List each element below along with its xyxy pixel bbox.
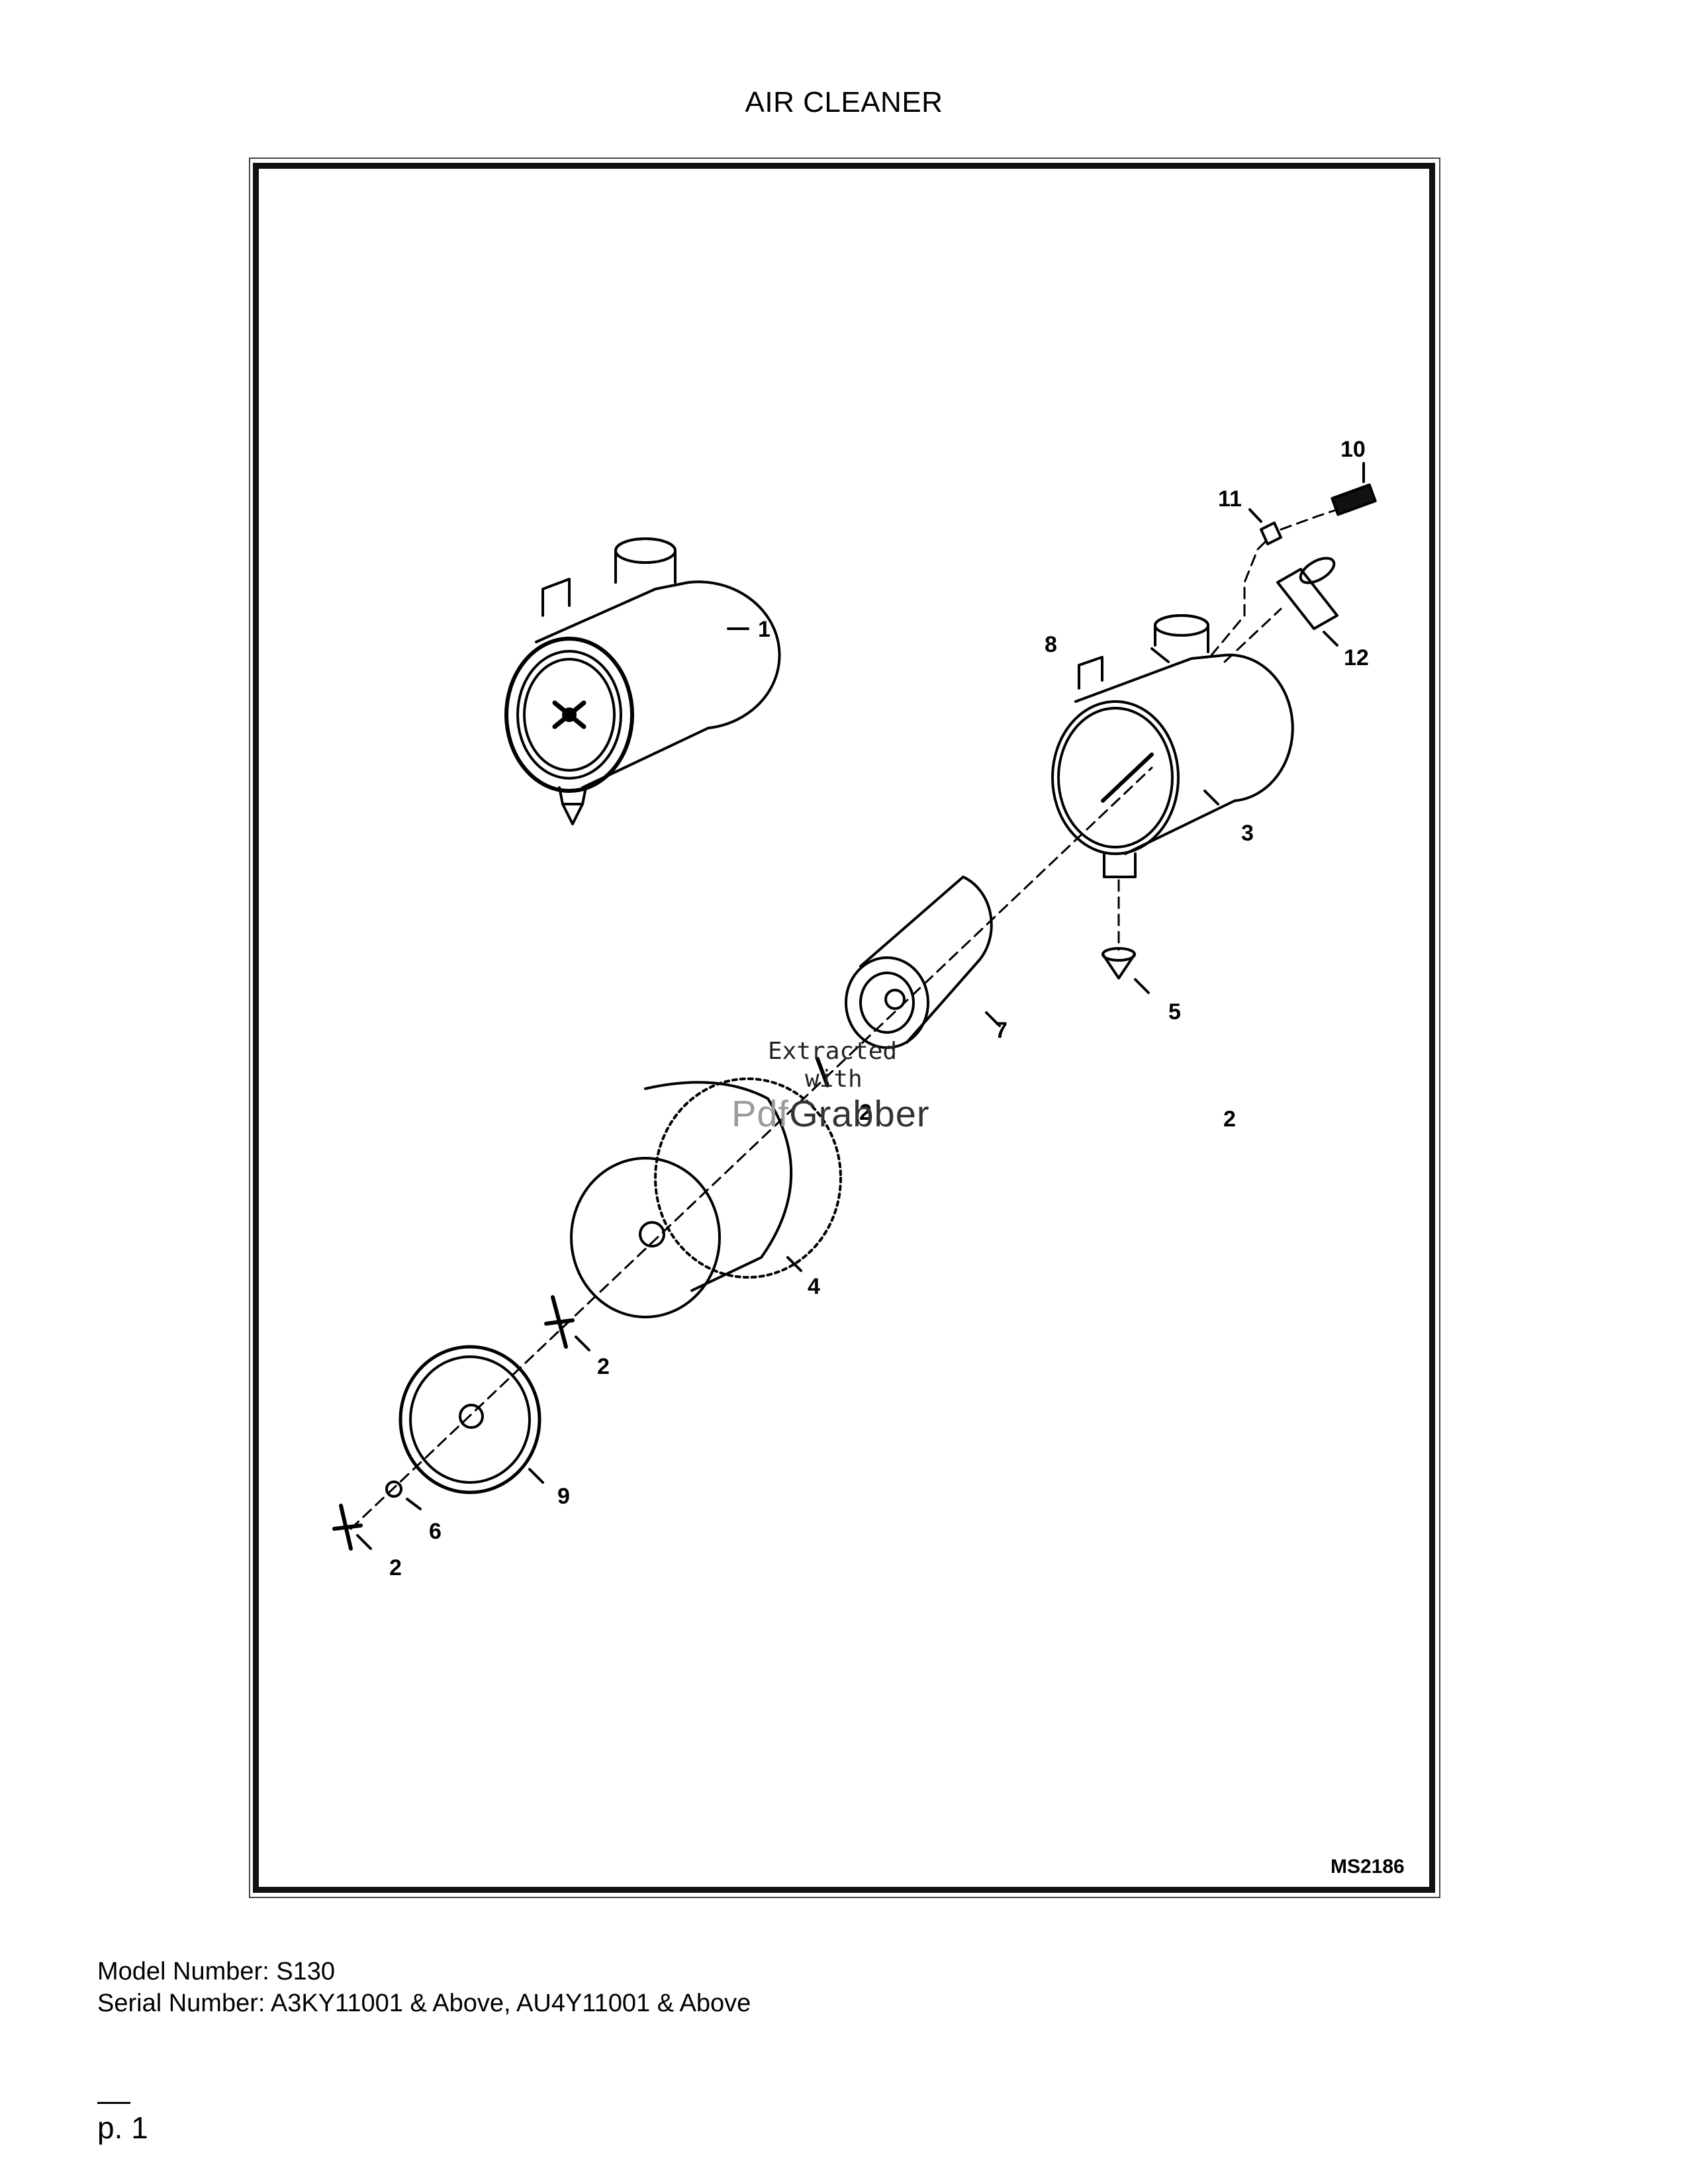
part-3-housing [1051,614,1294,878]
callout-2-d: 2 [1223,1107,1236,1132]
callout-2-a: 2 [389,1555,402,1580]
callout-6: 6 [429,1519,442,1544]
part-5-dust-valve [1102,947,1150,994]
callout-8: 8 [1045,632,1057,657]
watermark-logo-part-1: Pdf [731,1093,790,1134]
part-7-inner-filter [845,876,1001,1049]
part-6-washer [385,1480,402,1498]
part-1-air-cleaner-assembly [504,537,781,825]
callout-2-c: 2 [859,1100,872,1125]
page-number-rule [97,2102,130,2104]
part-2-wing-nut-b [544,1295,575,1349]
watermark-logo-part-2: Grabber [789,1093,930,1134]
diagram-frame [253,163,1435,1893]
callout-9: 9 [557,1484,570,1509]
part-12-tube [1276,557,1338,647]
callout-10: 10 [1340,437,1366,462]
callout-2-b: 2 [597,1354,610,1379]
part-11-fitting [1248,508,1282,545]
callout-7: 7 [995,1018,1008,1043]
callout-4: 4 [808,1274,820,1299]
callout-11: 11 [1218,486,1242,512]
part-9-cover [399,1345,544,1494]
watermark-logo: PdfGrabber [731,1092,930,1135]
part-2-wing-nut-a [332,1504,363,1551]
part-2-wing-nut-c [816,1057,829,1087]
callout-1: 1 [758,617,771,642]
part-10-sensor [1331,462,1377,516]
page-number: p. 1 [97,2111,148,2145]
callout-labels: 1 2 2 2 2 3 4 5 6 7 8 9 10 11 12 [389,437,1369,1580]
callout-5: 5 [1168,999,1181,1024]
page-title: AIR CLEANER [745,86,943,118]
watermark-line-2: with [805,1066,863,1093]
callout-3: 3 [1241,821,1254,846]
callout-12: 12 [1344,645,1369,670]
drawing-id: MS2186 [1331,1856,1405,1878]
model-number: Model Number: S130 [97,1958,336,1985]
watermark-text: Extracted with [768,1038,897,1093]
serial-number: Serial Number: A3KY11001 & Above, AU4Y11… [97,1989,751,2017]
assembly-axis-lines [350,508,1338,1530]
part-4-outer-filter [570,1077,842,1318]
watermark-line-1: Extracted [768,1038,898,1065]
diagram-frame-outer [249,158,1440,1898]
